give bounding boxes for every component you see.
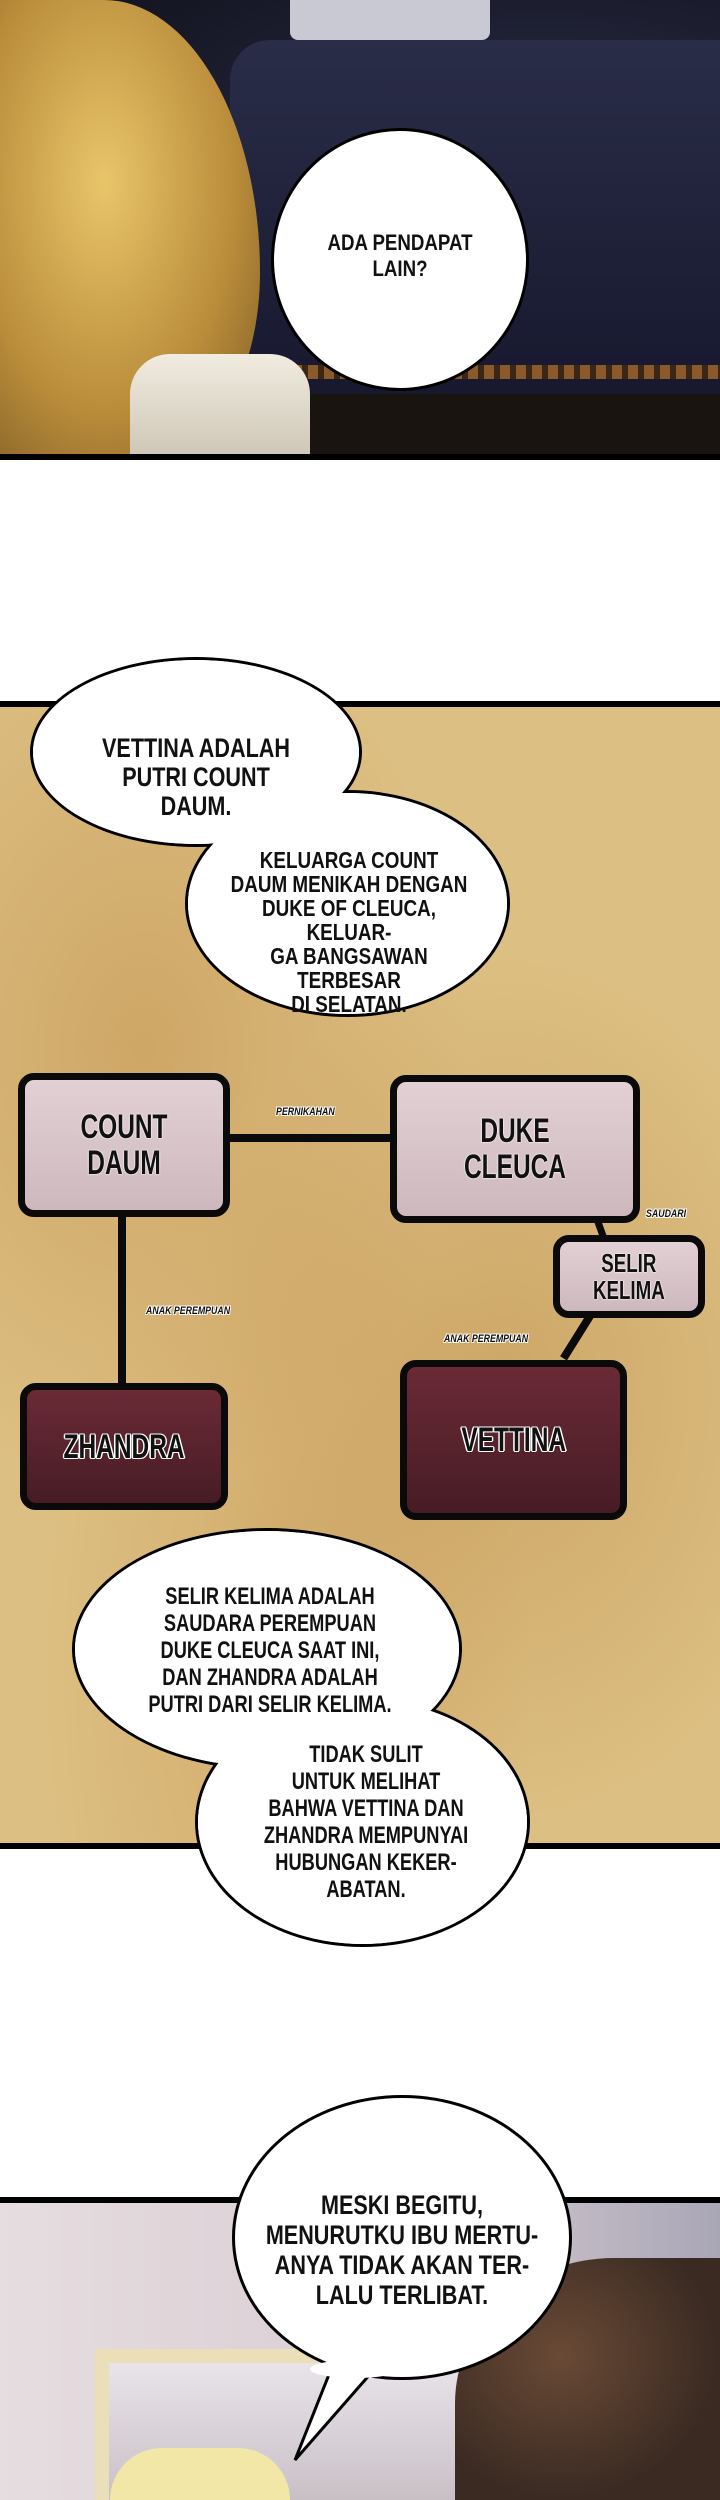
table-items <box>290 0 490 40</box>
node-label: ZHANDRA <box>63 1427 185 1466</box>
node-label: SELIR KELIMA <box>593 1247 665 1305</box>
bubble-fill <box>310 2360 400 2378</box>
node-selir-kelima: SELIR KELIMA <box>553 1235 705 1318</box>
node-count-daum: COUNT DAUM <box>18 1073 230 1217</box>
marriage-line <box>228 1134 392 1142</box>
daughter-line-left <box>118 1215 126 1385</box>
bubble-text-5: MESKI BEGITU, MENURUTKU IBU MERTU- ANYA … <box>265 2190 539 2310</box>
blonde-hair-character <box>110 2448 290 2500</box>
node-label: VETTINA <box>461 1421 566 1459</box>
node-duke-cleuca: DUKE CLEUCA <box>390 1075 640 1223</box>
bubble-text: ADA PENDAPAT LAIN? <box>327 230 473 281</box>
relation-label-marriage: PERNIKAHAN <box>276 1106 335 1118</box>
bubble-text-4: TIDAK SULIT UNTUK MELIHAT BAHWA VETTINA … <box>263 1741 469 1903</box>
relation-label-daughter-left: ANAK PEREMPUAN <box>146 1305 231 1317</box>
node-zhandra: ZHANDRA <box>20 1383 228 1510</box>
speech-bubble-5 <box>232 2095 572 2380</box>
character-dress <box>130 354 310 454</box>
bubble-fill <box>188 793 507 1014</box>
speech-bubble <box>271 128 529 391</box>
relation-label-sister: SAUDARI <box>646 1208 687 1220</box>
bubble-text-3: SELIR KELIMA ADALAH SAUDARA PEREMPUAN DU… <box>148 1583 392 1718</box>
node-vettina: VETTINA <box>400 1360 627 1520</box>
bubble-text-2: KELUARGA COUNT DAUM MENIKAH DENGAN DUKE … <box>230 847 468 1017</box>
bubble-text-1: VETTINA ADALAH PUTRI COUNT DAUM. <box>102 733 290 821</box>
node-label: COUNT DAUM <box>80 1108 168 1182</box>
relation-label-daughter-right: ANAK PEREMPUAN <box>444 1333 529 1345</box>
node-label: DUKE CLEUCA <box>463 1112 566 1186</box>
bubble-fill <box>198 1700 527 1944</box>
panel-room-scene <box>0 2197 720 2500</box>
panel-table-scene <box>0 0 720 460</box>
